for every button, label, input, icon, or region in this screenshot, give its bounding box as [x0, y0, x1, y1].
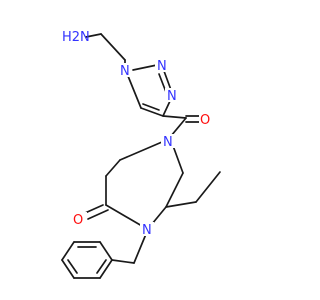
- bond-triazole-carbonyl: [162, 115, 187, 119]
- bond-ring-co-double: [87, 209, 109, 220]
- bond-ring-carbonyl-n: [105, 204, 143, 227]
- amide-n-top-label: N: [163, 135, 173, 150]
- triazole-n1-label: N: [120, 64, 130, 79]
- triazole-n3-label: N: [167, 89, 177, 104]
- bond-benz-double-3: [96, 259, 107, 274]
- bond-ring-co: [84, 204, 104, 214]
- bond-c4-c5: [140, 107, 164, 117]
- molecule-structure: H2N N N N O N O N: [61, 30, 221, 279]
- bond-n2-n3: [163, 70, 172, 91]
- bond-ethyl: [195, 171, 221, 203]
- bond-benz-3: [61, 241, 75, 261]
- bond-n-ch: [151, 206, 167, 225]
- bond-carbonyl-n: [170, 117, 187, 137]
- carbonyl-o-bottom-label: O: [73, 213, 83, 228]
- bond-benz-1: [99, 241, 113, 261]
- bond-ch-ethyl: [165, 201, 197, 208]
- amine-label: H2N: [62, 30, 90, 45]
- bond-ch-ch2: [165, 172, 184, 208]
- bond-benzyl-ring: [111, 259, 135, 264]
- bond-n-benzyl: [133, 233, 147, 264]
- bond-c5-n1: [127, 75, 142, 109]
- bond-benz-double-2: [67, 259, 78, 274]
- carbonyl-o-top-label: O: [200, 113, 210, 128]
- bond-benz-4: [61, 259, 75, 279]
- bond-n-ch2-left: [119, 141, 163, 161]
- atom-labels: H2N N N N O N O N: [62, 30, 213, 238]
- bond-c4-c5-double: [142, 103, 160, 111]
- bond-amine-ch2: [85, 33, 102, 38]
- bond-benz-6: [99, 259, 113, 279]
- bond-n1-n2: [132, 64, 158, 71]
- amide-n-bottom-label: N: [142, 223, 152, 238]
- bonds: [61, 33, 221, 279]
- bond-n2-n3-double: [158, 73, 167, 93]
- bond-ch2-ch2: [100, 33, 126, 61]
- bond-ch2-ch2-left: [105, 159, 121, 177]
- triazole-n2-label: N: [157, 59, 167, 74]
- bond-n3-c4: [162, 100, 171, 117]
